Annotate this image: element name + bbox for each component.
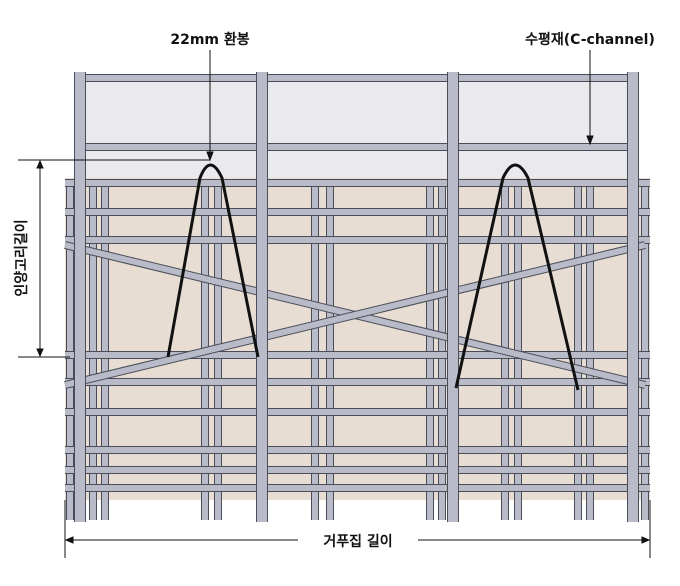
dim-arrow-up bbox=[36, 159, 44, 169]
lifting-hook-right bbox=[454, 163, 580, 391]
dim-arrow-left bbox=[64, 536, 74, 544]
hook-leader-arrow bbox=[206, 151, 214, 162]
channel-leader-arrow bbox=[586, 135, 594, 146]
dim-arrow-down bbox=[36, 348, 44, 358]
lifting-hook-length-label: 인양고리길이 bbox=[13, 219, 30, 296]
lifting-hook-left bbox=[166, 163, 260, 358]
formwork-length-label: 거푸집 길이 bbox=[323, 533, 392, 550]
horizontal-member-label: 수평재(C-channel) bbox=[525, 31, 655, 48]
round-bar-label: 22mm 환봉 bbox=[170, 31, 249, 48]
dim-arrow-right bbox=[641, 536, 651, 544]
upper-frame-panel bbox=[78, 78, 634, 178]
